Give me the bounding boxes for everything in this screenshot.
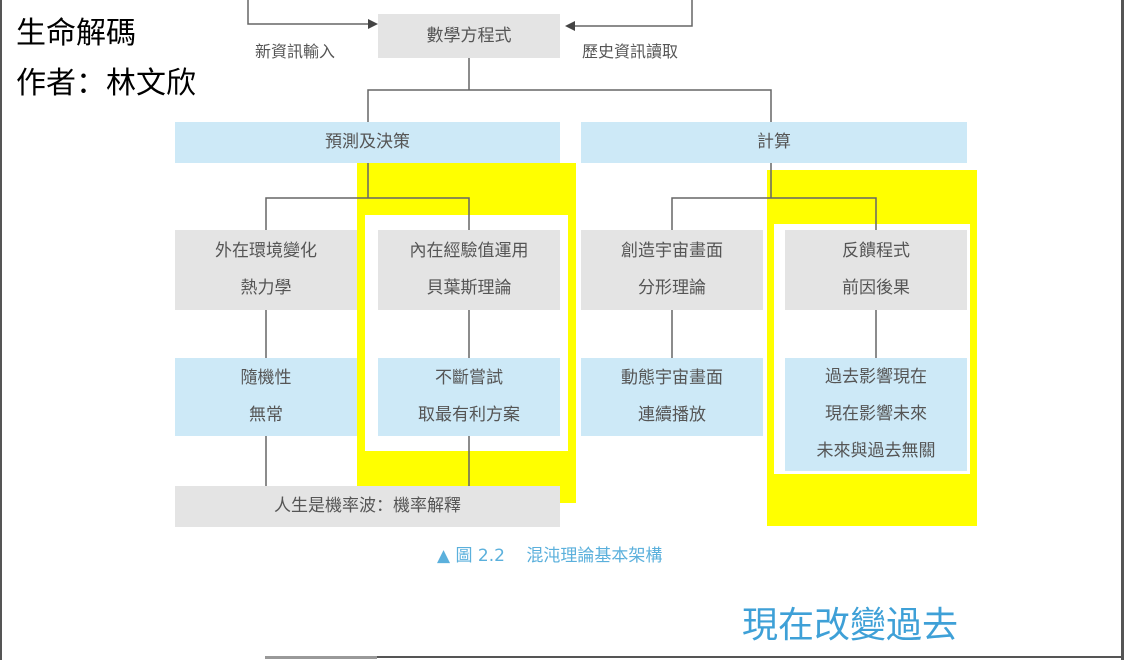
- node-dynamic: 動態宇宙畫面 連續播放: [581, 358, 763, 436]
- branch-compute-label: 計算: [757, 132, 791, 152]
- node-create-line2: 分形理論: [638, 278, 706, 298]
- root-node-label: 數學方程式: [426, 25, 512, 46]
- node-dynamic-line2: 連續播放: [638, 405, 706, 425]
- node-past-line3: 未來與過去無關: [816, 441, 936, 461]
- node-internal-line1: 內在經驗值運用: [409, 241, 529, 261]
- node-external-line1: 外在環境變化: [215, 241, 317, 261]
- node-internal: 內在經驗值運用 貝葉斯理論: [378, 230, 560, 310]
- node-external: 外在環境變化 熱力學: [175, 230, 357, 310]
- node-create-line1: 創造宇宙畫面: [621, 241, 723, 261]
- node-random-line1: 隨機性: [240, 368, 292, 388]
- node-internal-line2: 貝葉斯理論: [426, 278, 512, 298]
- footer-text: 現在改變過去: [742, 605, 959, 646]
- figure-caption-text: 混沌理論基本架構: [526, 546, 663, 566]
- figure-caption-marker: ▲ 圖 2.2: [437, 546, 505, 566]
- bottom-node: 人生是機率波：機率解釋: [175, 486, 560, 527]
- node-past: 過去影響現在 現在影響未來 未來與過去無關: [785, 358, 967, 471]
- node-random: 隨機性 無常: [175, 358, 357, 436]
- node-trial-line1: 不斷嘗試: [435, 368, 503, 388]
- node-feedback-line2: 前因後果: [842, 278, 910, 298]
- root-node: 數學方程式: [378, 14, 560, 58]
- frame-bottom-border-accent: [265, 656, 377, 659]
- branch-prediction: 預測及決策: [175, 122, 560, 163]
- input-right-label: 歷史資訊讀取: [582, 42, 679, 61]
- frame-right-border: [1121, 0, 1124, 660]
- frame-left-border: [0, 0, 2, 660]
- node-external-line2: 熱力學: [240, 278, 292, 298]
- arrow-left-head: [565, 21, 575, 31]
- node-trial: 不斷嘗試 取最有利方案: [378, 358, 560, 436]
- node-feedback: 反饋程式 前因後果: [785, 230, 967, 310]
- node-feedback-line1: 反饋程式: [842, 241, 910, 261]
- node-dynamic-line1: 動態宇宙畫面: [621, 368, 723, 388]
- input-left-label: 新資訊輸入: [255, 42, 336, 61]
- node-past-line2: 現在影響未來: [825, 404, 927, 424]
- book-title: 生命解碼: [16, 16, 136, 51]
- figure-caption: ▲ 圖 2.2 混沌理論基本架構: [437, 541, 662, 566]
- bottom-node-label: 人生是機率波：機率解釋: [274, 496, 461, 516]
- node-past-line1: 過去影響現在: [825, 367, 927, 387]
- arrow-right-head: [368, 19, 378, 29]
- node-create: 創造宇宙畫面 分形理論: [581, 230, 763, 310]
- branch-prediction-label: 預測及決策: [325, 132, 410, 152]
- node-random-line2: 無常: [249, 405, 283, 425]
- node-trial-line2: 取最有利方案: [418, 405, 520, 425]
- frame-bottom-border: [265, 656, 1124, 658]
- branch-compute: 計算: [581, 122, 967, 163]
- author-line: 作者：林文欣: [16, 66, 196, 101]
